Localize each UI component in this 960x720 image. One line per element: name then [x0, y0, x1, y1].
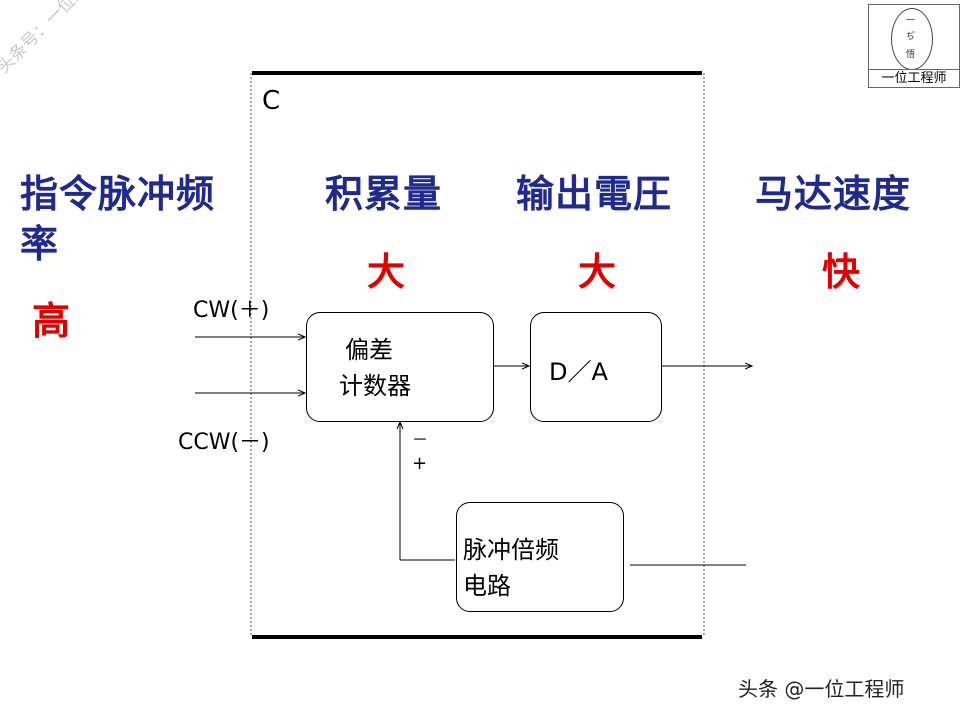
value-frequency: 高: [32, 299, 71, 343]
logo-text: 一位工程师: [869, 69, 959, 88]
region-label: C: [262, 86, 281, 116]
pulse-multiplier-block: 脉冲倍频 电路: [456, 502, 624, 612]
value-accumulation: 大: [367, 250, 406, 294]
ccw-label: CCW(－): [178, 430, 270, 455]
heading-pulse-frequency-cont: 率: [20, 222, 60, 266]
value-voltage: 大: [578, 250, 617, 294]
logo: 一 ぢ 悟 一位工程师: [868, 4, 960, 88]
multiplier-label-line1: 脉冲倍频: [463, 536, 559, 564]
heading-accumulation: 积累量: [325, 172, 443, 216]
plus-sign: +: [412, 453, 428, 474]
counter-label-line2: 计数器: [339, 372, 411, 400]
logo-mini-bot: 悟: [906, 50, 916, 60]
multiplier-label-line2: 电路: [463, 572, 511, 600]
minus-sign: －: [412, 430, 429, 449]
footer-credit: 头条 @一位工程师: [738, 677, 905, 701]
value-speed: 快: [822, 250, 861, 294]
logo-mini-top: 一: [906, 16, 916, 26]
logo-mini-mid: ぢ: [906, 32, 916, 42]
da-converter-block: D／A: [530, 312, 662, 422]
deviation-counter-block: 偏差 计数器: [306, 312, 494, 422]
heading-motor-speed: 马达速度: [755, 172, 912, 216]
da-label: D／A: [549, 358, 608, 386]
heading-pulse-frequency: 指令脉冲频: [20, 172, 216, 216]
counter-label-line1: 偏差: [345, 336, 393, 364]
cw-label: CW(＋): [193, 298, 270, 323]
heading-output-voltage: 输出電圧: [516, 172, 673, 216]
